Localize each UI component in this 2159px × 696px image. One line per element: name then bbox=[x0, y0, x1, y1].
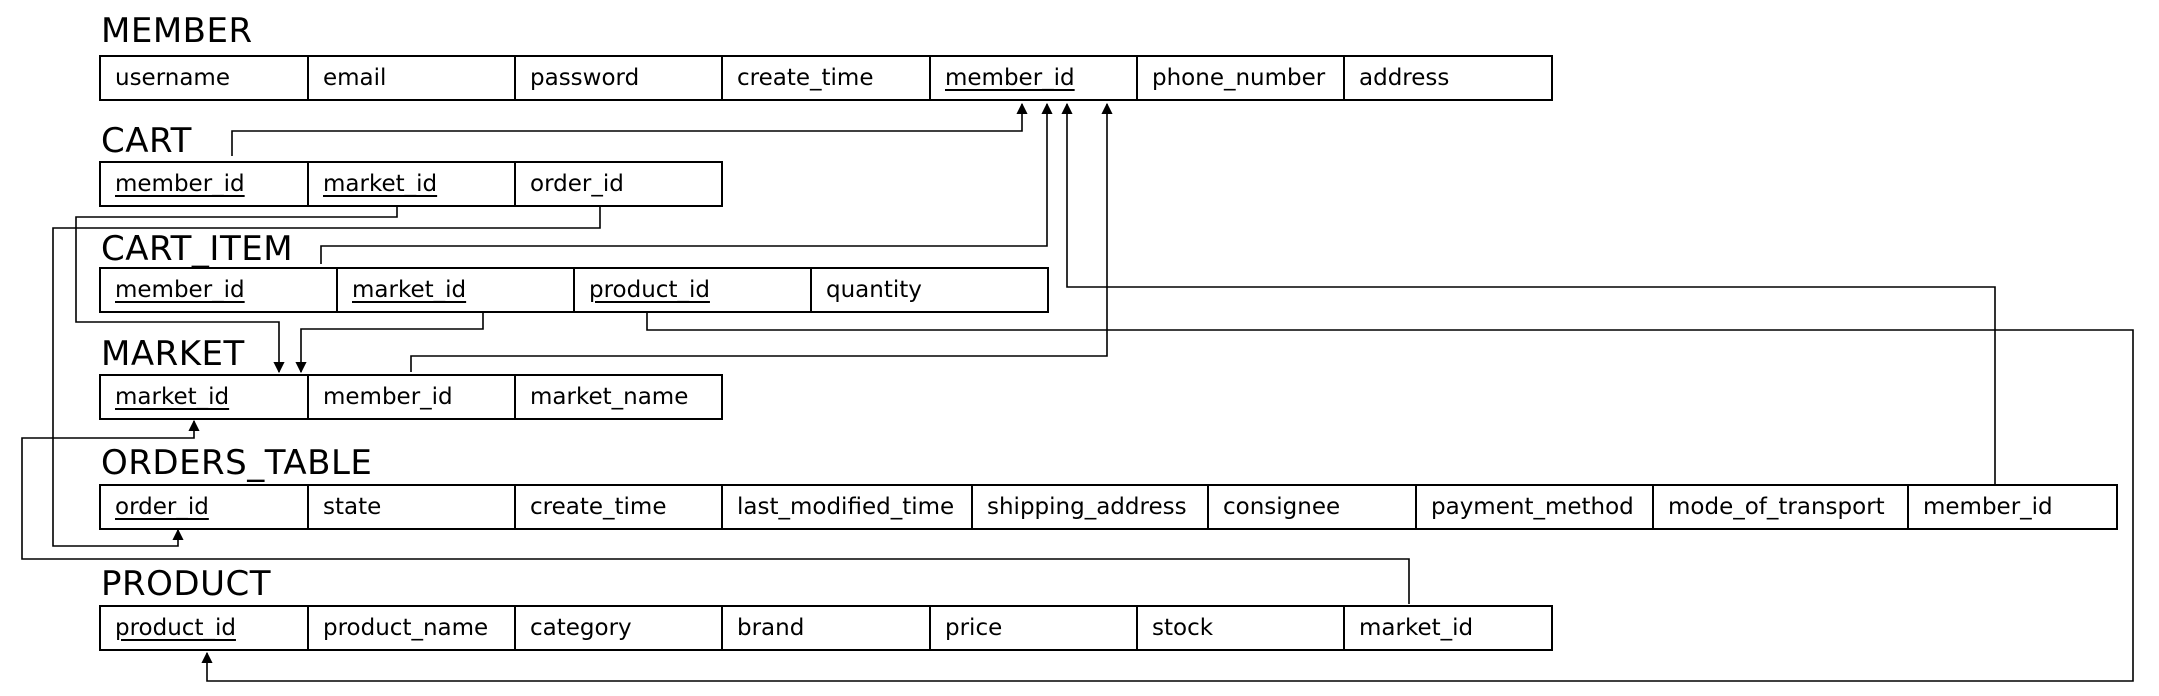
orders-col-last-modified-time: last_modified_time bbox=[723, 486, 973, 528]
fk-product-market-to-market bbox=[21, 419, 1410, 604]
fk-cart-item-market-to-market bbox=[295, 312, 484, 374]
member-col-create-time: create_time bbox=[723, 57, 931, 99]
cart-table-title: CART bbox=[101, 121, 192, 161]
cart-col-market-id: market_id bbox=[309, 163, 516, 205]
member-col-email: email bbox=[309, 57, 516, 99]
market-col-member-id: member_id bbox=[309, 376, 516, 418]
orders-table: order_id state create_time last_modified… bbox=[99, 484, 2118, 530]
fk-cart-member-to-member bbox=[231, 102, 1028, 156]
orders-col-payment-method: payment_method bbox=[1417, 486, 1654, 528]
fk-orders-member-to-member bbox=[1061, 102, 1996, 484]
orders-col-state: state bbox=[309, 486, 516, 528]
member-table-title: MEMBER bbox=[101, 11, 253, 51]
fk-cart-item-product-to-product bbox=[201, 312, 2134, 682]
orders-col-consignee: consignee bbox=[1209, 486, 1417, 528]
cart-table: member_id market_id order_id bbox=[99, 161, 723, 207]
product-col-product-name: product_name bbox=[309, 607, 516, 649]
product-col-price: price bbox=[931, 607, 1138, 649]
fk-cart-item-member-to-member bbox=[320, 102, 1053, 264]
orders-col-mode-of-transport: mode_of_transport bbox=[1654, 486, 1909, 528]
member-table: username email password create_time memb… bbox=[99, 55, 1553, 101]
cart-col-order-id: order_id bbox=[530, 171, 624, 197]
product-table-title: PRODUCT bbox=[101, 564, 271, 604]
member-col-member-id: member_id bbox=[931, 57, 1138, 99]
cart-item-col-product-id: product_id bbox=[575, 269, 812, 311]
orders-col-order-id: order_id bbox=[101, 486, 309, 528]
product-col-category: category bbox=[516, 607, 723, 649]
cart-item-table: member_id market_id product_id quantity bbox=[99, 267, 1049, 313]
product-table: product_id product_name category brand p… bbox=[99, 605, 1553, 651]
member-col-username: username bbox=[101, 57, 309, 99]
fk-cart-market-to-market bbox=[75, 206, 398, 374]
market-col-market-name: market_name bbox=[530, 384, 689, 410]
product-col-brand: brand bbox=[723, 607, 931, 649]
member-col-address: address bbox=[1359, 65, 1450, 91]
cart-item-col-quantity: quantity bbox=[826, 277, 922, 303]
orders-table-title: ORDERS_TABLE bbox=[101, 443, 373, 483]
fk-market-member-to-member bbox=[410, 102, 1113, 372]
member-col-password: password bbox=[516, 57, 723, 99]
cart-item-col-market-id: market_id bbox=[338, 269, 575, 311]
orders-col-create-time: create_time bbox=[516, 486, 723, 528]
market-table-title: MARKET bbox=[101, 334, 245, 374]
cart-item-table-title: CART_ITEM bbox=[101, 229, 294, 269]
product-col-market-id: market_id bbox=[1359, 615, 1474, 641]
market-table: market_id member_id market_name bbox=[99, 374, 723, 420]
fk-cart-order-to-orders bbox=[52, 206, 601, 547]
product-col-product-id: product_id bbox=[101, 607, 309, 649]
orders-col-member-id: member_id bbox=[1923, 494, 2053, 520]
orders-col-shipping-address: shipping_address bbox=[973, 486, 1209, 528]
cart-item-col-member-id: member_id bbox=[101, 269, 338, 311]
market-col-market-id: market_id bbox=[101, 376, 309, 418]
cart-col-member-id: member_id bbox=[101, 163, 309, 205]
product-col-stock: stock bbox=[1138, 607, 1345, 649]
member-col-phone-number: phone_number bbox=[1138, 57, 1345, 99]
